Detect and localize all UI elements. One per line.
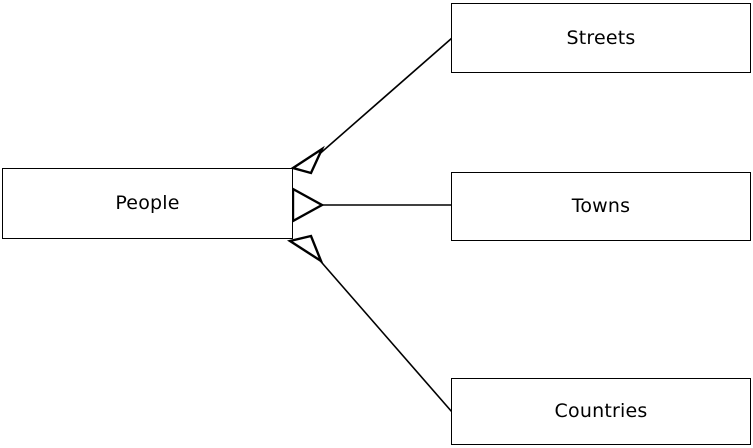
hollow-triangle-arrowhead-towns	[291, 186, 325, 224]
node-label-streets: Streets	[566, 26, 636, 49]
node-people[interactable]: People	[2, 168, 293, 239]
node-streets[interactable]: Streets	[451, 3, 751, 73]
hollow-triangle-arrowhead-streets	[290, 145, 325, 175]
node-label-people: People	[115, 192, 180, 214]
node-label-towns: Towns	[571, 195, 631, 217]
edge-people-towns[interactable]	[291, 186, 452, 224]
edge-people-streets[interactable]	[290, 37, 453, 175]
edge-line-countries	[315, 255, 453, 413]
hollow-triangle-arrowhead-countries	[286, 234, 324, 265]
edge-people-countries[interactable]	[286, 234, 453, 413]
node-countries[interactable]: Countries	[451, 378, 751, 445]
node-label-countries: Countries	[554, 400, 648, 422]
edge-line-streets	[315, 37, 453, 158]
node-towns[interactable]: Towns	[451, 172, 751, 241]
